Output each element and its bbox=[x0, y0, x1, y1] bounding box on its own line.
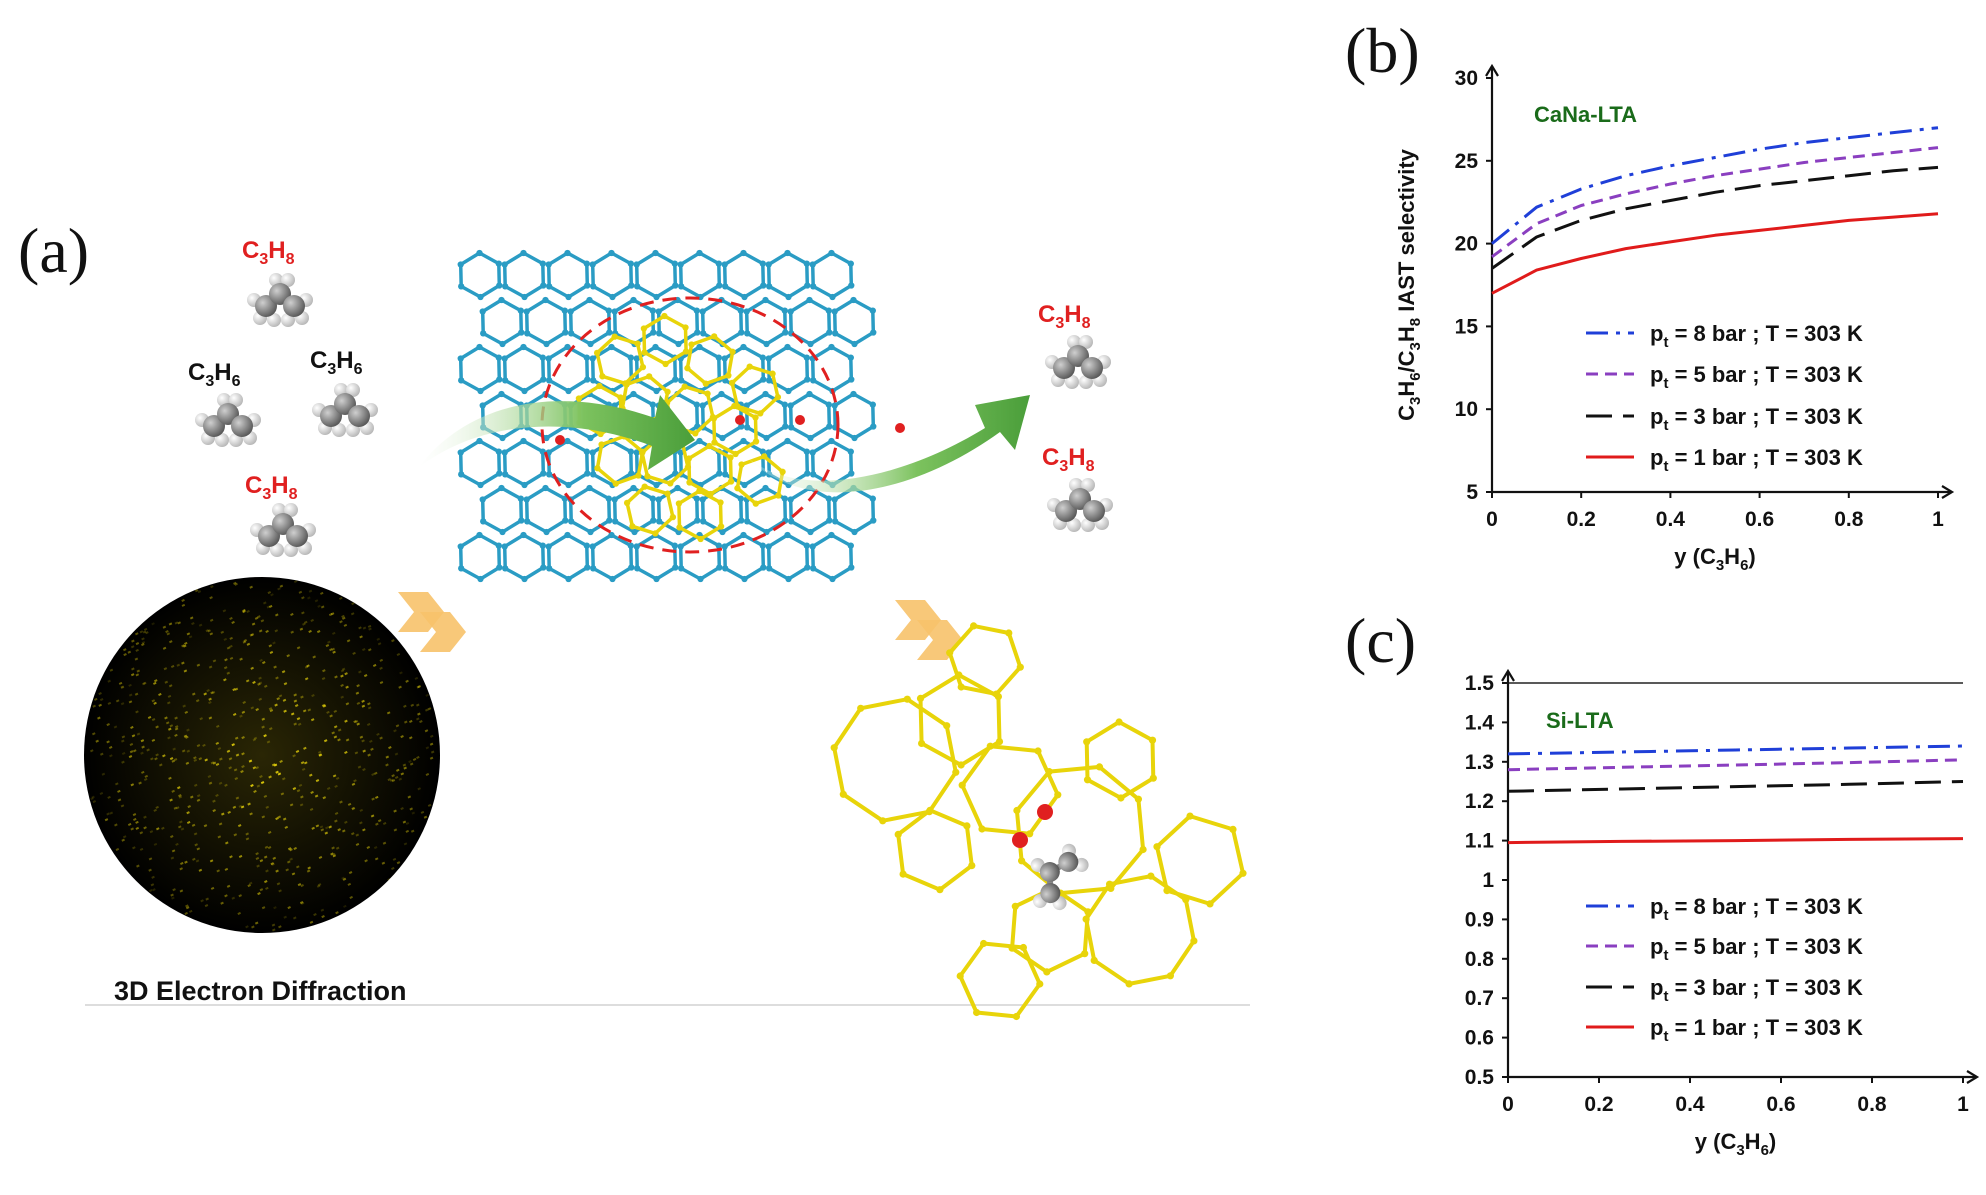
legend-entry: pt = 1 bar ; T = 303 K bbox=[1650, 1015, 1863, 1045]
molecule-ball-stick-icon bbox=[312, 383, 378, 437]
y-tick-label: 0.9 bbox=[1465, 908, 1494, 931]
x-tick-label: 0.4 bbox=[1656, 508, 1686, 531]
y-tick-label: 30 bbox=[1455, 67, 1478, 90]
molecule-formula: C3H6 bbox=[310, 347, 363, 378]
adsorbed-molecule-icon bbox=[1030, 843, 1089, 911]
desorption-arrow bbox=[748, 395, 1030, 493]
x-tick-label: 0 bbox=[1502, 1093, 1514, 1116]
y-tick-label: 1.3 bbox=[1465, 751, 1494, 774]
series-line bbox=[1491, 126, 1939, 245]
x-tick-label: 0.2 bbox=[1567, 508, 1596, 531]
adsorption-arrow bbox=[418, 395, 695, 470]
molecule-formula: C3H8 bbox=[1042, 444, 1095, 475]
molecule-formula: C3H8 bbox=[1038, 301, 1091, 332]
molecule-ball-stick-icon bbox=[195, 393, 261, 447]
molecule-icons bbox=[195, 273, 1113, 557]
y-tick-label: 0.5 bbox=[1465, 1066, 1495, 1089]
molecule-formula: C3H8 bbox=[245, 472, 298, 503]
y-tick-label: 1.5 bbox=[1465, 672, 1495, 695]
chart-title: CaNa-LTA bbox=[1534, 102, 1637, 127]
panel-a-label: (a) bbox=[18, 215, 89, 286]
x-tick-label: 0.4 bbox=[1675, 1093, 1705, 1116]
lta-framework-blue bbox=[457, 249, 877, 583]
electron-diffraction-pattern bbox=[84, 577, 440, 933]
y-tick-label: 0.6 bbox=[1465, 1027, 1494, 1050]
x-tick-label: 0.6 bbox=[1766, 1093, 1795, 1116]
chart-c: 0 0.2 0.4 0.6 0.8 1 0.5 0.6 0.7 0.8 0.9 1 1.1 1.2 1.3 1… bbox=[1465, 668, 1980, 1159]
panel-c-label: (c) bbox=[1345, 605, 1416, 676]
molecule-ball-stick-icon bbox=[247, 273, 313, 327]
x-tick-label: 0.8 bbox=[1834, 508, 1864, 531]
y-tick-label: 15 bbox=[1455, 315, 1479, 338]
y-tick-label: 0.7 bbox=[1465, 987, 1494, 1010]
y-axis-title: C3H6/C3H8 IAST selectivity bbox=[1394, 148, 1424, 421]
molecule-formula: C3H6 bbox=[188, 359, 241, 390]
diffraction-caption: 3D Electron Diffraction bbox=[114, 976, 407, 1006]
y-tick-label: 20 bbox=[1455, 233, 1478, 256]
legend-entry: pt = 5 bar ; T = 303 K bbox=[1650, 362, 1863, 392]
y-axis-arrowhead bbox=[1485, 63, 1499, 77]
legend-entry: pt = 3 bar ; T = 303 K bbox=[1650, 404, 1863, 434]
y-tick-label: 1 bbox=[1482, 869, 1494, 892]
series-line bbox=[1507, 780, 1964, 793]
y-tick-label: 5 bbox=[1466, 481, 1478, 504]
molecule-ball-stick-icon bbox=[1045, 335, 1111, 389]
molecule-ball-stick-icon bbox=[250, 503, 316, 557]
series-line bbox=[1491, 212, 1939, 295]
chevron-left-icon bbox=[398, 592, 466, 652]
x-axis-title: y (C3H6) bbox=[1674, 544, 1755, 574]
x-axis-arrowhead bbox=[1966, 1070, 1980, 1084]
y-tick-label: 1.4 bbox=[1465, 711, 1495, 734]
legend-entry: pt = 1 bar ; T = 303 K bbox=[1650, 445, 1863, 475]
y-tick-label: 1.2 bbox=[1465, 790, 1494, 813]
y-tick-label: 10 bbox=[1455, 398, 1478, 421]
x-tick-label: 0.8 bbox=[1857, 1093, 1887, 1116]
panel-b-label: (b) bbox=[1345, 15, 1420, 86]
chart-title: Si-LTA bbox=[1546, 708, 1614, 733]
series-line bbox=[1507, 758, 1964, 772]
y-tick-label: 0.8 bbox=[1465, 948, 1495, 971]
legend-entry: pt = 8 bar ; T = 303 K bbox=[1650, 894, 1863, 924]
legend-entry: pt = 8 bar ; T = 303 K bbox=[1650, 321, 1863, 351]
lta-cage-highlight bbox=[555, 312, 905, 543]
x-axis-title: y (C3H6) bbox=[1695, 1129, 1776, 1159]
y-tick-label: 1.1 bbox=[1465, 830, 1495, 853]
series-line bbox=[1491, 146, 1939, 259]
pore-highlight-circle bbox=[540, 296, 840, 554]
legend-entry: pt = 5 bar ; T = 303 K bbox=[1650, 934, 1863, 964]
x-tick-label: 0 bbox=[1486, 508, 1498, 531]
series-line bbox=[1491, 165, 1939, 270]
molecule-formula: C3H8 bbox=[242, 237, 295, 268]
x-tick-label: 0.6 bbox=[1745, 508, 1774, 531]
x-tick-label: 1 bbox=[1957, 1093, 1969, 1116]
cage-zoom-view bbox=[830, 622, 1247, 1021]
molecule-ball-stick-icon bbox=[1047, 478, 1113, 532]
y-tick-label: 25 bbox=[1455, 150, 1479, 173]
x-tick-label: 0.2 bbox=[1584, 1093, 1613, 1116]
series-line bbox=[1507, 837, 1964, 845]
series-line bbox=[1507, 744, 1964, 756]
y-axis-arrowhead bbox=[1501, 668, 1515, 682]
x-tick-label: 1 bbox=[1932, 508, 1944, 531]
legend-entry: pt = 3 bar ; T = 303 K bbox=[1650, 975, 1863, 1005]
x-axis-arrowhead bbox=[1941, 485, 1955, 499]
